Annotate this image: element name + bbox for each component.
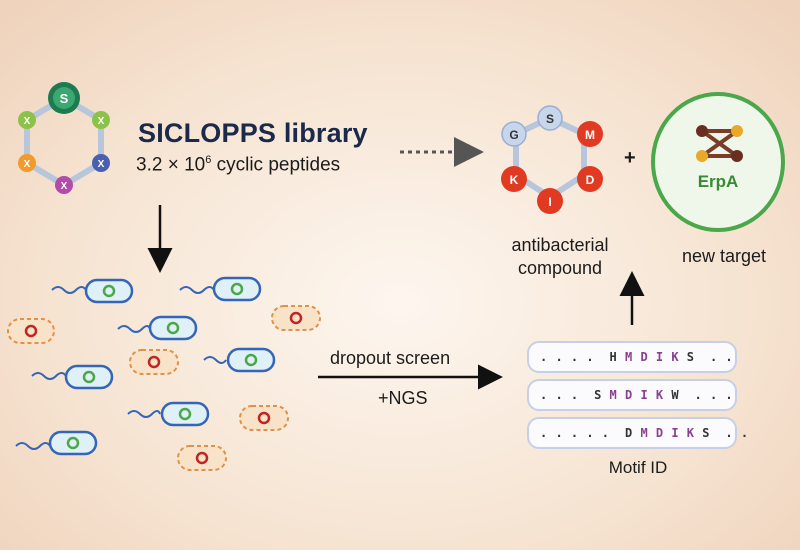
dead-cell [177, 445, 227, 471]
motif-sequence: . . . . H M D I K S . . [540, 350, 734, 364]
ring-residue-x-label: X [24, 116, 31, 127]
erpa-structure-icon [696, 125, 743, 162]
live-cell [117, 315, 198, 341]
motif-sequence-box [527, 417, 737, 449]
screen-sub-label: +NGS [378, 388, 428, 408]
library-ring: S X X X X X [18, 82, 110, 194]
compound-label-line2: compound [517, 258, 603, 278]
live-cell [203, 347, 276, 373]
compound-residue-label: G [509, 128, 518, 142]
motif-sequence-box [527, 379, 737, 411]
ring-residue-x [92, 154, 110, 172]
compound-residue-label: S [546, 112, 554, 126]
ring-residue-x-label: X [61, 181, 68, 192]
compound-label-line1: antibacterial [511, 235, 609, 255]
target-label: new target [681, 246, 767, 266]
ring-residue-s-label: S [60, 91, 69, 106]
live-cell [15, 430, 98, 456]
dead-cell [7, 318, 55, 344]
compound-residue-m [577, 121, 603, 147]
compound-residue-k [501, 166, 527, 192]
library-title: SICLOPPS library [138, 118, 368, 148]
compound-ring: S M D I K G [501, 105, 603, 214]
motif-sequence-box [527, 341, 737, 373]
dead-cell [271, 305, 321, 331]
screen-label: dropout screen [330, 348, 451, 368]
ring-residue-x [18, 111, 36, 129]
live-cell [179, 276, 262, 302]
compound-residue-s [537, 105, 563, 131]
library-subtitle: 3.2 × 106 cyclic peptides [136, 154, 341, 176]
compound-label: antibacterial compound [511, 234, 608, 280]
motif-sequence: . . . S M D I K W . . . [540, 388, 734, 402]
compound-residue-g [501, 121, 527, 147]
dead-cell [239, 405, 289, 431]
motif-sequence: . . . . . D M D I K S . . [540, 426, 749, 440]
compound-residue-label: M [585, 128, 595, 142]
target-circle [651, 92, 785, 232]
compound-residue-d [577, 166, 603, 192]
dead-cell [129, 349, 179, 375]
target-protein-label: ErpA [697, 172, 739, 191]
compound-residue-label: D [586, 173, 595, 187]
ring-residue-x [55, 176, 73, 194]
live-cell [51, 278, 134, 304]
ring-residue-x [92, 111, 110, 129]
compound-residue-label: I [548, 195, 551, 209]
ring-residue-x [18, 154, 36, 172]
compound-residue-i [537, 188, 563, 214]
live-cell [31, 364, 114, 390]
compound-residue-label: K [510, 173, 519, 187]
ring-residue-x-label: X [98, 116, 105, 127]
plus-sign: + [624, 147, 636, 169]
ring-residue-x-label: X [98, 159, 105, 170]
live-cell [127, 401, 210, 427]
ring-residue-x-label: X [24, 159, 31, 170]
motif-label: Motif ID [608, 458, 668, 477]
